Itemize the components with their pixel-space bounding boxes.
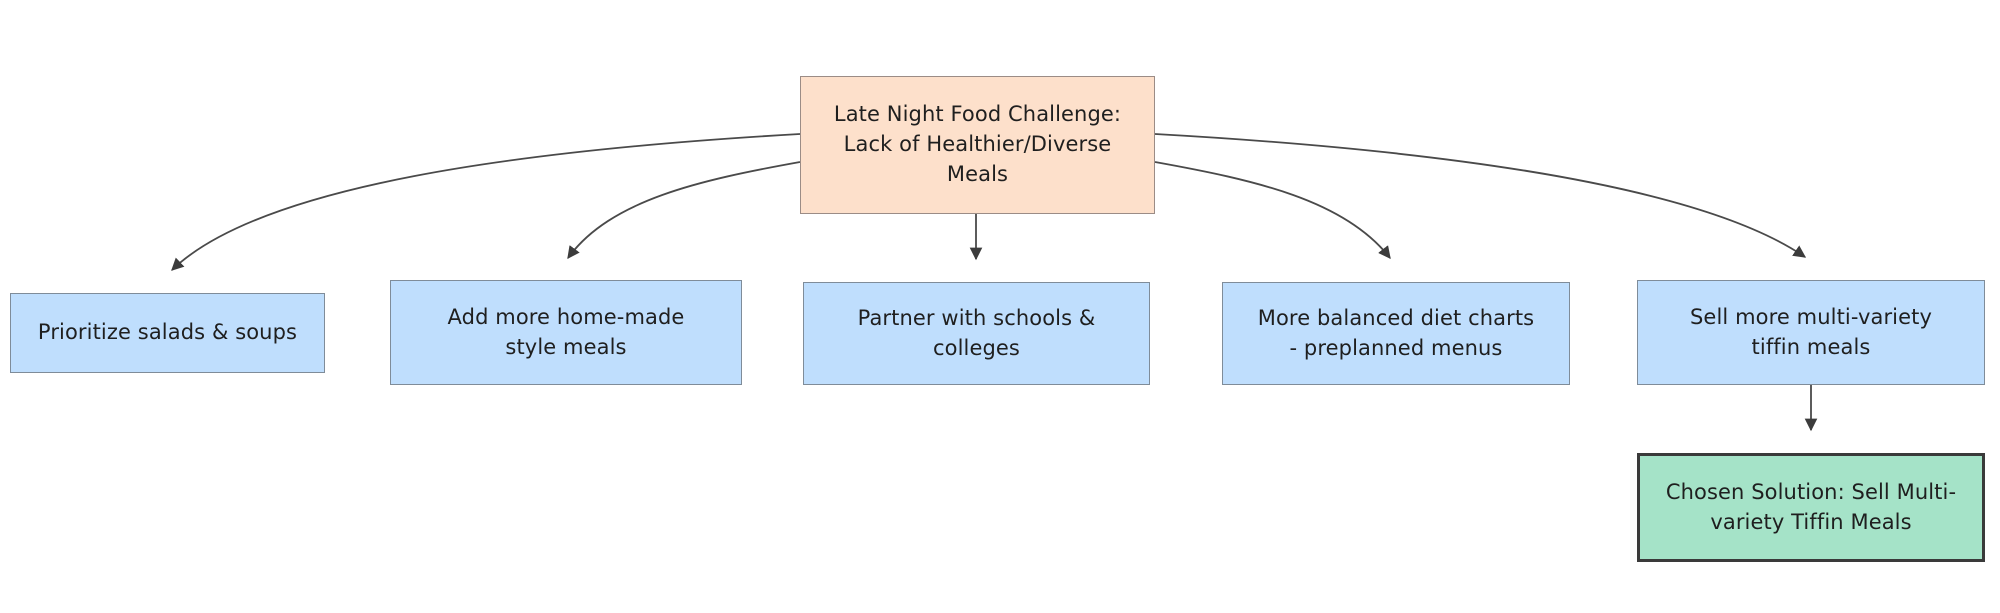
node-option-balanced-diet-charts[interactable]: More balanced diet charts - preplanned m…	[1222, 282, 1570, 385]
edge-challenge-to-tiffin	[1154, 133, 1807, 258]
node-option-prioritize-salads-soups[interactable]: Prioritize salads & soups	[10, 293, 325, 373]
edge-challenge-to-homemade	[567, 161, 801, 260]
node-challenge[interactable]: Late Night Food Challenge: Lack of Healt…	[800, 76, 1155, 214]
edge-challenge-to-salads	[171, 133, 801, 271]
node-option-multi-variety-tiffin[interactable]: Sell more multi-variety tiffin meals	[1637, 280, 1985, 385]
edge-challenge-to-charts	[1154, 161, 1391, 259]
node-option-partner-schools-colleges[interactable]: Partner with schools & colleges	[803, 282, 1150, 385]
node-option-home-made-meals[interactable]: Add more home-made style meals	[390, 280, 742, 385]
node-chosen-solution[interactable]: Chosen Solution: Sell Multi- variety Tif…	[1637, 453, 1985, 562]
